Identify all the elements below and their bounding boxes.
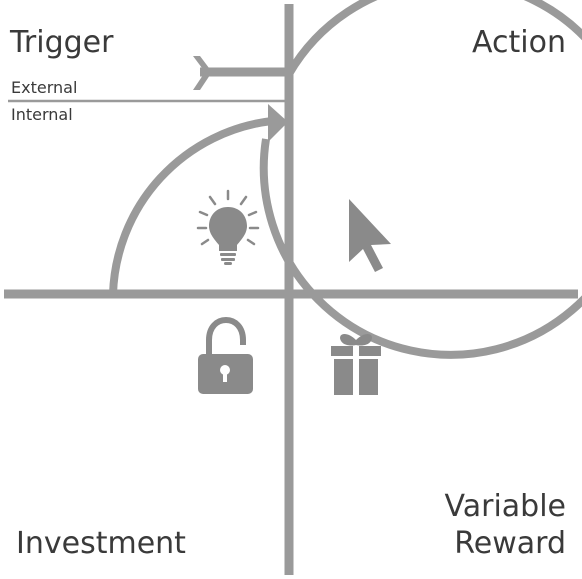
external-trigger-tail bbox=[193, 56, 212, 90]
internal-trigger-label: Internal bbox=[11, 105, 73, 124]
lightbulb-icon bbox=[196, 189, 260, 265]
trigger-label: Trigger bbox=[10, 25, 114, 60]
external-trigger-label: External bbox=[11, 78, 78, 97]
variable-reward-line2: Reward bbox=[454, 526, 566, 561]
cursor-arrow-icon bbox=[349, 199, 391, 272]
unlocked-padlock-icon bbox=[198, 316, 253, 394]
gift-box-icon bbox=[331, 333, 381, 395]
internal-trigger-arrowhead bbox=[268, 104, 288, 142]
action-label: Action bbox=[472, 25, 566, 60]
variable-reward-label: Variable Reward bbox=[445, 488, 566, 562]
variable-reward-line1: Variable bbox=[444, 489, 566, 524]
investment-label: Investment bbox=[16, 526, 186, 561]
cycle-arc bbox=[259, 0, 582, 359]
internal-trigger-arc bbox=[109, 117, 273, 295]
